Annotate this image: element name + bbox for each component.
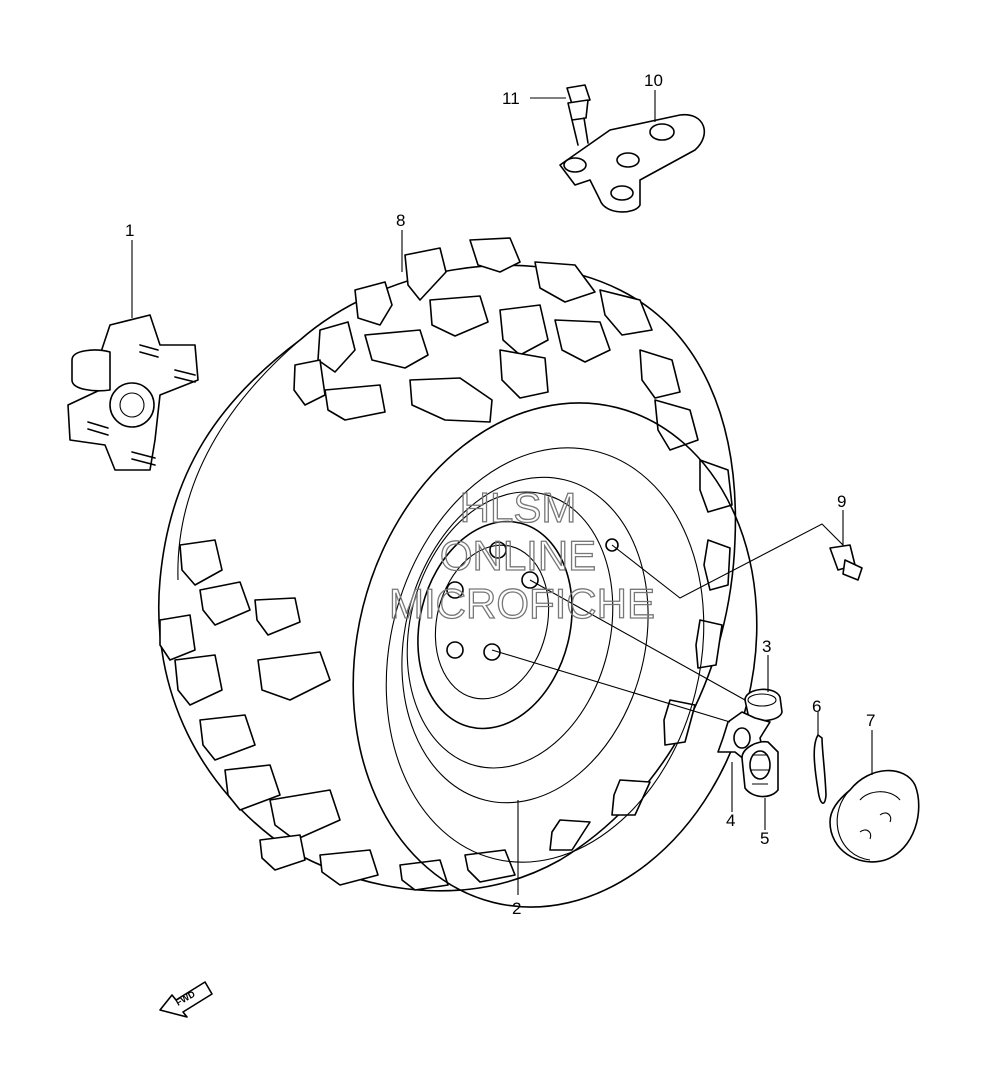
lug-hole bbox=[446, 581, 464, 599]
callout-9: 9 bbox=[837, 492, 846, 511]
lug-hole bbox=[446, 641, 464, 659]
valve-hole bbox=[605, 538, 619, 552]
tire bbox=[158, 237, 737, 892]
hub-cap bbox=[829, 769, 920, 863]
callout-6: 6 bbox=[812, 697, 821, 716]
callout-7: 7 bbox=[866, 711, 875, 730]
callout-10: 10 bbox=[644, 71, 663, 90]
lug-hole bbox=[489, 541, 507, 559]
part-labels: 1 2 3 4 5 6 7 8 9 10 11 bbox=[125, 71, 875, 918]
leader-lines bbox=[131, 90, 873, 895]
lug-hole bbox=[521, 571, 539, 589]
wheel-rim bbox=[352, 402, 758, 908]
callout-11: 11 bbox=[502, 89, 520, 108]
callout-8: 8 bbox=[396, 211, 405, 230]
callout-1: 1 bbox=[125, 221, 134, 240]
castle-nut bbox=[741, 740, 779, 798]
fwd-direction-badge: FWD bbox=[159, 981, 213, 1018]
watermark-line-3: MICROFICHE bbox=[389, 580, 655, 627]
callout-2: 2 bbox=[512, 899, 521, 918]
callout-5: 5 bbox=[760, 829, 769, 848]
watermark: HLSM ONLINE MICROFICHE bbox=[388, 483, 655, 627]
wheel-hub bbox=[67, 314, 199, 471]
tire-valve bbox=[829, 544, 863, 581]
callout-3: 3 bbox=[762, 637, 771, 656]
bracket-plate bbox=[559, 114, 706, 213]
cotter-pin bbox=[813, 734, 827, 804]
callout-4: 4 bbox=[726, 811, 735, 830]
watermark-line-1: HLSM bbox=[460, 484, 577, 531]
flange-bolt bbox=[566, 84, 591, 146]
watermark-line-2: ONLINE bbox=[440, 532, 596, 579]
